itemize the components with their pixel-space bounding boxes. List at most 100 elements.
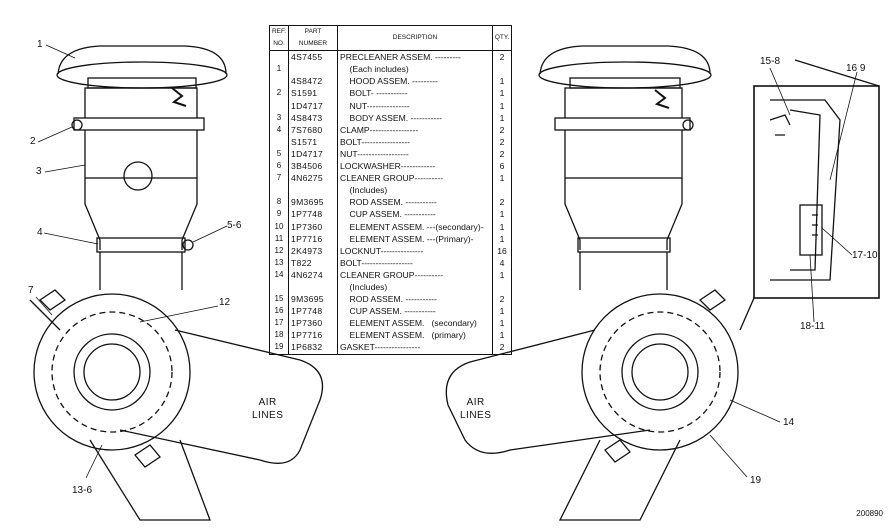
row-part-number: 3B4506 <box>288 160 338 173</box>
row-qty: 2 <box>499 124 505 135</box>
row-ref <box>269 135 289 148</box>
row-ref: 12 <box>269 244 289 257</box>
figure-number: 200890 <box>856 509 883 518</box>
left-precleaner-drawing <box>29 45 324 521</box>
row-description: BOLT------------------ <box>337 256 493 269</box>
callout-15-8: 15-8 <box>760 56 781 67</box>
row-qty: 2 <box>499 342 505 353</box>
callout-7: 7 <box>28 285 34 296</box>
row-part-number: S1591 <box>288 87 338 100</box>
table-row: (Includes) <box>269 184 512 197</box>
row-ref: 19 <box>269 341 289 355</box>
row-description: CLEANER GROUP---------- <box>337 172 493 185</box>
table-header-row: REF. NO. PART NUMBER DESCRIPTION QTY. <box>269 25 512 52</box>
callout-14: 14 <box>783 417 795 428</box>
header-qty: QTY. <box>492 25 512 52</box>
row-qty <box>493 63 512 75</box>
row-ref: 9 <box>269 208 289 221</box>
row-part-number: 1D4717 <box>288 99 338 112</box>
header-part-number: PART NUMBER <box>288 25 338 52</box>
callout-4: 4 <box>37 227 43 238</box>
row-qty: 1 <box>499 100 505 111</box>
row-part-number: S1571 <box>288 135 338 148</box>
row-qty: 6 <box>499 161 505 172</box>
row-ref: 3 <box>269 111 289 124</box>
row-description: LOCKNUT--------------- <box>337 244 493 257</box>
row-description: HOOD ASSEM. --------- <box>337 75 493 88</box>
row-part-number: 9M3695 <box>288 196 338 209</box>
row-description: BODY ASSEM. ----------- <box>337 111 493 124</box>
callout-3: 3 <box>36 166 42 177</box>
row-ref: 18 <box>269 329 289 342</box>
callout-19: 19 <box>750 475 762 486</box>
row-qty: 1 <box>499 221 505 232</box>
row-part-number: 1D4717 <box>288 147 338 161</box>
air-lines-right-label: AIR LINES <box>460 397 492 421</box>
row-description: GASKET---------------- <box>337 341 493 355</box>
callout-13-6: 13-6 <box>72 485 93 496</box>
row-ref: 5 <box>269 147 289 161</box>
row-part-number: 1P7748 <box>288 208 338 221</box>
row-qty: 4 <box>499 257 505 268</box>
table-row: 1D4717 NUT---------------1 <box>269 99 512 112</box>
row-ref: 6 <box>269 160 289 173</box>
row-description: CLAMP----------------- <box>337 123 493 136</box>
row-ref <box>269 75 289 88</box>
row-part-number: 4S8472 <box>288 75 338 88</box>
row-description: (Each includes) <box>337 63 493 76</box>
row-description: CUP ASSEM. ----------- <box>337 305 493 318</box>
parts-list-table: REF. NO. PART NUMBER DESCRIPTION QTY. 4S… <box>269 25 512 355</box>
row-ref <box>269 99 289 112</box>
row-description: ELEMENT ASSEM. (primary) <box>337 329 493 342</box>
row-description: ELEMENT ASSEM. ---(secondary)- <box>337 220 493 233</box>
row-ref: 15 <box>269 293 289 306</box>
row-description: (Includes) <box>337 184 493 197</box>
row-part-number: 9M3695 <box>288 293 338 306</box>
row-qty: 1 <box>499 112 505 123</box>
right-precleaner-drawing <box>445 45 739 521</box>
air-lines-left-label: AIR LINES <box>252 397 284 421</box>
row-qty: 2 <box>499 52 505 63</box>
row-description: CUP ASSEM. ----------- <box>337 208 493 221</box>
row-description: ROD ASSEM. ----------- <box>337 293 493 306</box>
row-qty: 2 <box>499 197 505 208</box>
row-part-number <box>288 184 338 197</box>
row-part-number: 1P7748 <box>288 305 338 318</box>
row-ref <box>269 280 289 294</box>
row-ref <box>269 184 289 197</box>
row-part-number: 2K4973 <box>288 244 338 257</box>
row-part-number: 4N6274 <box>288 268 338 281</box>
row-ref: 13 <box>269 256 289 269</box>
row-ref: 1 <box>269 63 289 76</box>
row-ref: 8 <box>269 196 289 209</box>
row-ref: 17 <box>269 317 289 330</box>
table-row: 1 (Each includes) <box>269 63 512 76</box>
row-qty: 16 <box>497 245 507 256</box>
row-qty: 1 <box>499 76 505 87</box>
row-ref: 10 <box>269 220 289 233</box>
row-qty: 2 <box>499 294 505 305</box>
row-description: (Includes) <box>337 280 493 294</box>
row-ref: 16 <box>269 305 289 318</box>
row-part-number: 1P7716 <box>288 329 338 342</box>
row-description: ROD ASSEM. ----------- <box>337 196 493 209</box>
row-qty: 1 <box>499 88 505 99</box>
row-part-number: 4S8473 <box>288 111 338 124</box>
table-row: (Includes) <box>269 280 512 294</box>
row-part-number: 1P7360 <box>288 220 338 233</box>
row-part-number: T822 <box>288 256 338 269</box>
